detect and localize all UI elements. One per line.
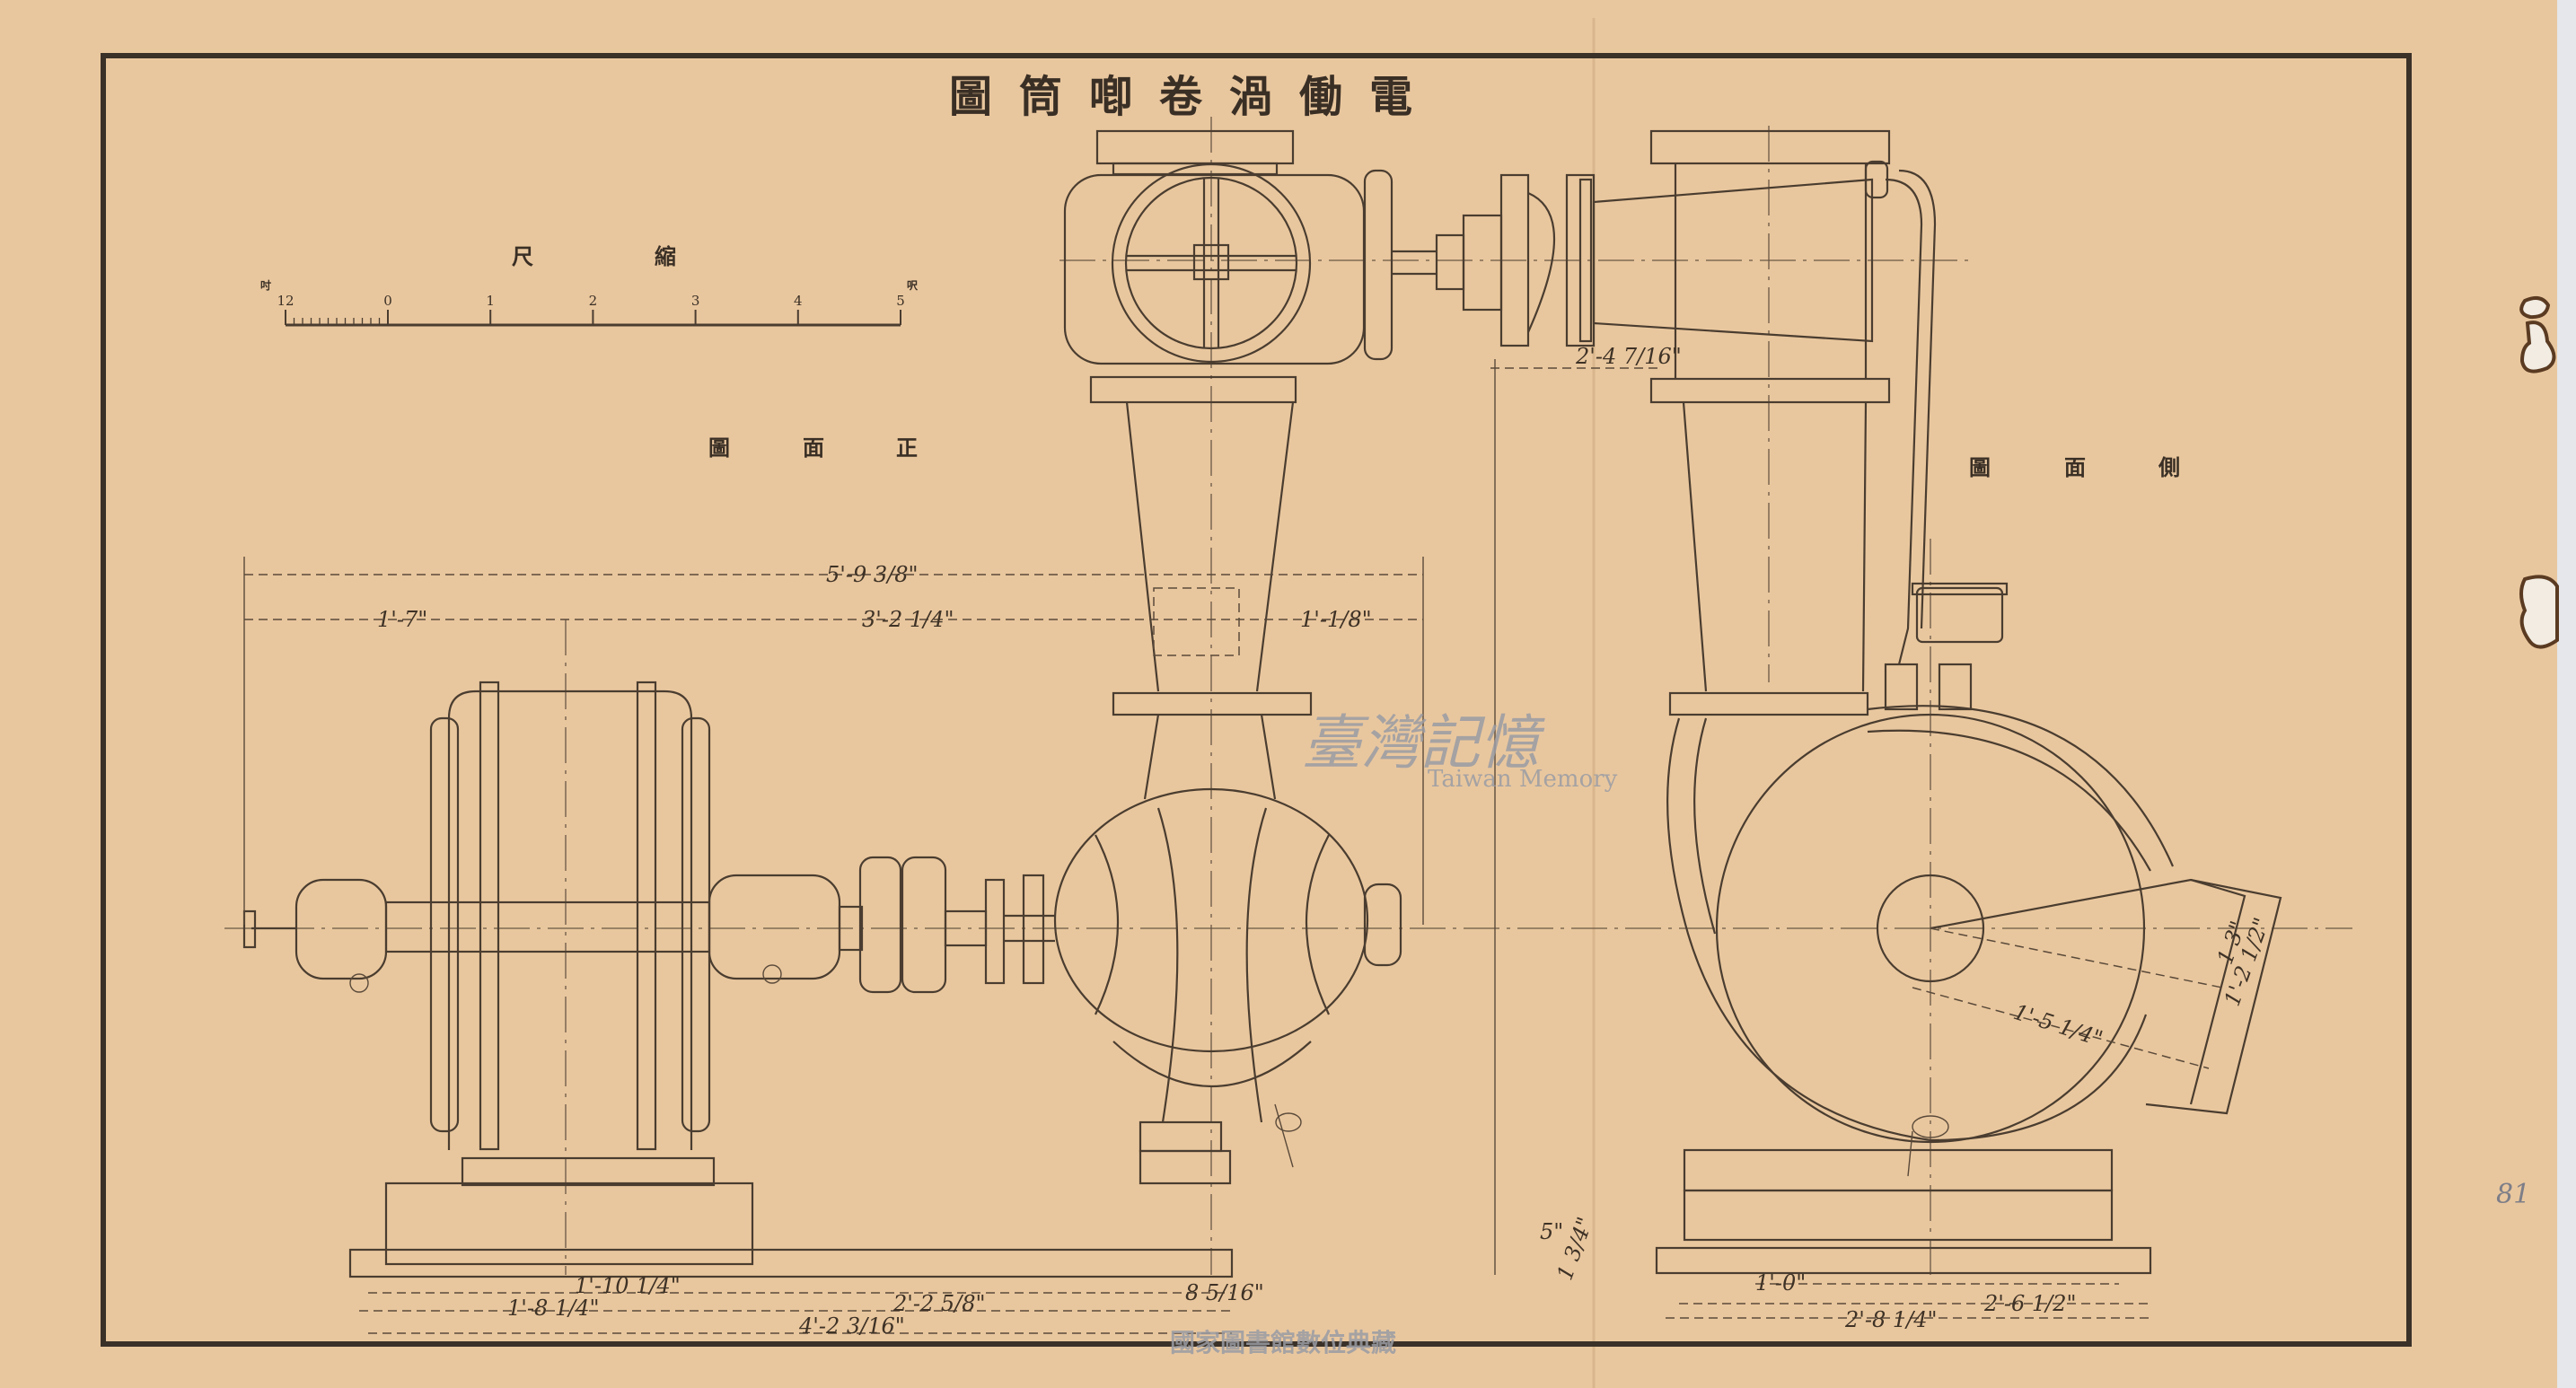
scale-label-char: 尺 <box>512 244 533 269</box>
dimension-lines <box>243 359 2150 1334</box>
watermark-ncl: 國家圖書館數位典藏 <box>1170 1328 1396 1357</box>
dim-middle-span: 3'-2 1/4" <box>862 607 954 632</box>
scale-unit-foot: 呎 <box>907 279 919 292</box>
dim-side-height: 5" <box>1540 1219 1563 1244</box>
drawing-title: 圖筒喞卷渦働電 <box>949 72 1439 122</box>
paper-damage <box>2519 295 2559 649</box>
pump-side <box>1649 129 2282 1275</box>
watermark-taiwan-memory-cn: 臺灣記憶 <box>1302 708 1545 777</box>
border-frame <box>101 53 2412 1347</box>
dim-side-inner: 2'-6 1/2" <box>1983 1291 2077 1316</box>
dim-outlet-length: 1'-5 1/4" <box>2010 999 2106 1051</box>
dim-side-total: 2'-8 1/4" <box>1844 1307 1938 1332</box>
dim-pump-span: 1'-1/8" <box>1300 607 1372 632</box>
dim-base-a: 1'-8 1/4" <box>507 1296 600 1321</box>
side-view-label: 圖 <box>1969 455 1991 480</box>
coupling <box>838 856 1055 994</box>
scale-tick-label: 0 <box>383 293 392 309</box>
side-view-label: 面 <box>2064 455 2086 480</box>
side-view-label: 側 <box>2158 455 2180 480</box>
dim-base-b: 1'-10 1/4" <box>575 1273 681 1298</box>
motor-front <box>242 681 1234 1278</box>
delivery-pipe <box>1363 169 1874 361</box>
watermark-taiwan-memory-en: Taiwan Memory <box>1428 766 1618 793</box>
scale-tick-label: 1 <box>486 293 495 309</box>
front-view-label: 面 <box>803 435 824 461</box>
scale-tick-label: 3 <box>691 293 700 309</box>
scale-label-char: 縮 <box>655 244 676 269</box>
dim-motor-span: 1'-7" <box>377 607 427 632</box>
dim-overall-length: 5'-9 3/8" <box>826 562 919 587</box>
dim-base-c: 2'-2 5/8" <box>892 1291 986 1316</box>
scale-tick-label: 12 <box>277 293 294 309</box>
dim-base-d: 8 5/16" <box>1185 1280 1264 1305</box>
dim-base-total: 4'-2 3/16" <box>798 1313 905 1339</box>
scale-tick-label: 5 <box>896 293 905 309</box>
scale-unit-inch: 吋 <box>260 278 271 292</box>
scale-tick-label: 4 <box>794 293 803 309</box>
dim-side-bolt: 1'-0" <box>1755 1270 1806 1296</box>
dim-pipe-offset: 2'-4 7/16" <box>1575 344 1682 369</box>
pump-front <box>1053 129 1402 1185</box>
margin-page-number: 81 <box>2496 1179 2530 1210</box>
front-view-label: 圖 <box>708 435 730 461</box>
front-view-label: 正 <box>896 435 918 461</box>
scale-tick-label: 2 <box>589 293 598 309</box>
